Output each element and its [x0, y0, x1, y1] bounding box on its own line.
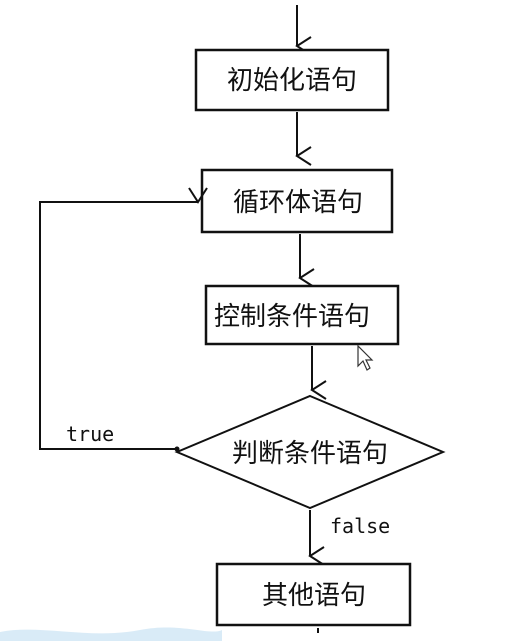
control-box-label: 控制条件语句: [214, 302, 370, 332]
true-branch-dot: [174, 446, 180, 452]
other-box: [215, 562, 412, 627]
body-box: [200, 168, 394, 234]
mouse-pointer-icon: [357, 344, 374, 371]
condition-diamond: [174, 394, 446, 510]
true-loop-line: [39, 187, 208, 450]
body-box-label: 循环体语句: [233, 188, 363, 218]
init-box: [194, 48, 390, 112]
false-label: false: [330, 514, 390, 538]
other-box-label: 其他语句: [262, 581, 366, 611]
control-box: [204, 284, 400, 346]
init-box-label: 初始化语句: [227, 66, 357, 96]
bottom-wave-decoration: [0, 627, 222, 641]
condition-diamond-label: 判断条件语句: [232, 439, 388, 469]
true-label: true: [66, 422, 114, 446]
